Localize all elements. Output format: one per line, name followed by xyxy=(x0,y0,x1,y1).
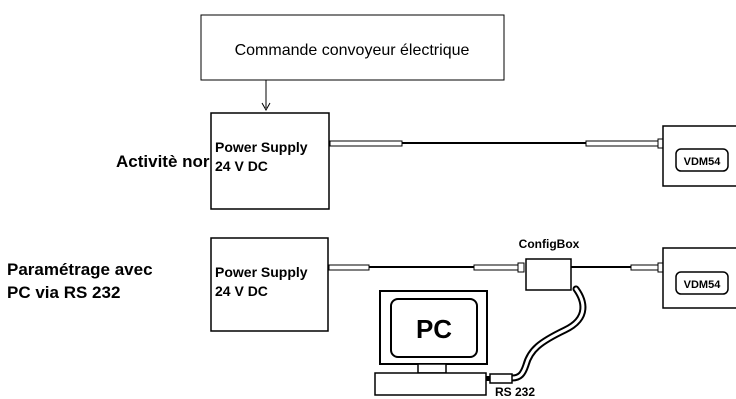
power-supply-pc: Power Supply 24 V DC xyxy=(210,237,329,332)
cable-configbox-to-device xyxy=(571,262,664,273)
power-supply-pc-line1: Power Supply xyxy=(215,264,308,280)
pc-computer: PC xyxy=(374,290,488,396)
vdm54-normal-label: VDM54 xyxy=(684,156,722,168)
power-supply-normal-line2: 24 V DC xyxy=(215,158,268,174)
power-supply-normal-line1: Power Supply xyxy=(215,139,308,155)
row-pc-label-line2: PC via RS 232 xyxy=(7,283,120,302)
row-pc-label-line1: Paramétrage avec xyxy=(7,260,153,279)
cable-normal xyxy=(329,138,664,149)
vdm54-device-pc: VDM54 xyxy=(662,247,736,309)
vdm54-device-normal: VDM54 xyxy=(662,125,736,187)
pc-label: PC xyxy=(416,314,452,344)
cable-pc-to-configbox xyxy=(328,262,525,273)
rs232-label: RS 232 xyxy=(495,385,535,399)
power-supply-pc-line2: 24 V DC xyxy=(215,283,268,299)
configbox-label: ConfigBox xyxy=(519,237,580,251)
vdm54-pc-label: VDM54 xyxy=(684,279,722,291)
command-box-label: Commande convoyeur électrique xyxy=(235,42,470,59)
power-supply-normal: Power Supply 24 V DC xyxy=(210,112,330,210)
rs232-cable xyxy=(486,285,587,384)
command-box: Commande convoyeur électrique xyxy=(200,14,505,81)
command-arrow xyxy=(261,80,271,112)
configbox: ConfigBox xyxy=(519,237,580,291)
